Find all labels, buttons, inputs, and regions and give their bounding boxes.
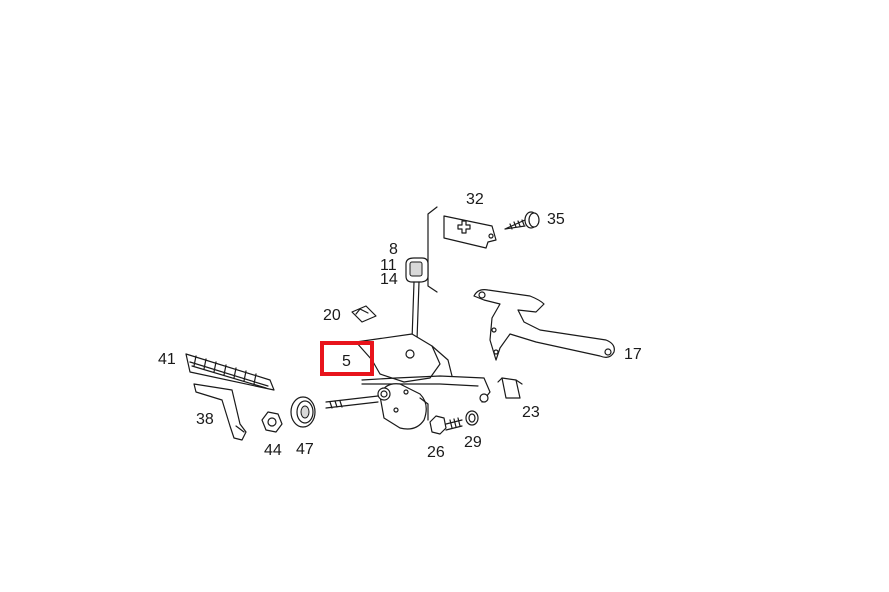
label-part-44: 44	[264, 442, 282, 459]
part-35-screw	[504, 211, 540, 230]
part-20-clip-nut	[351, 305, 377, 323]
part-5-wiper-frame	[355, 333, 491, 403]
label-part-11: 11	[380, 257, 397, 274]
highlight-box	[320, 341, 374, 376]
part-47-washer	[290, 396, 316, 428]
part-29-washer	[465, 410, 479, 426]
label-part-32: 32	[466, 191, 484, 208]
label-part-5: 5	[342, 353, 351, 370]
label-part-41: 41	[158, 351, 176, 368]
part-44-nut	[261, 411, 283, 433]
label-part-38: 38	[196, 411, 214, 428]
label-part-26: 26	[427, 444, 445, 461]
part-23-bracket	[497, 377, 523, 399]
label-part-17: 17	[624, 346, 642, 363]
label-part-20: 20	[323, 307, 341, 324]
label-part-47: 47	[296, 441, 314, 458]
part-8-bushing	[405, 257, 429, 341]
label-part-8: 8	[389, 241, 398, 258]
part-26-bolt	[429, 415, 463, 435]
part-17-linkage-arm	[473, 289, 615, 361]
label-part-23: 23	[522, 404, 540, 421]
label-part-35: 35	[547, 211, 565, 228]
label-part-14: 14	[380, 271, 398, 288]
label-part-29: 29	[464, 434, 482, 451]
part-38-wiper-arm	[193, 383, 247, 441]
part-41-wiper-blade	[185, 353, 275, 391]
wiper-motor	[325, 383, 429, 430]
part-32-bracket	[427, 206, 497, 293]
